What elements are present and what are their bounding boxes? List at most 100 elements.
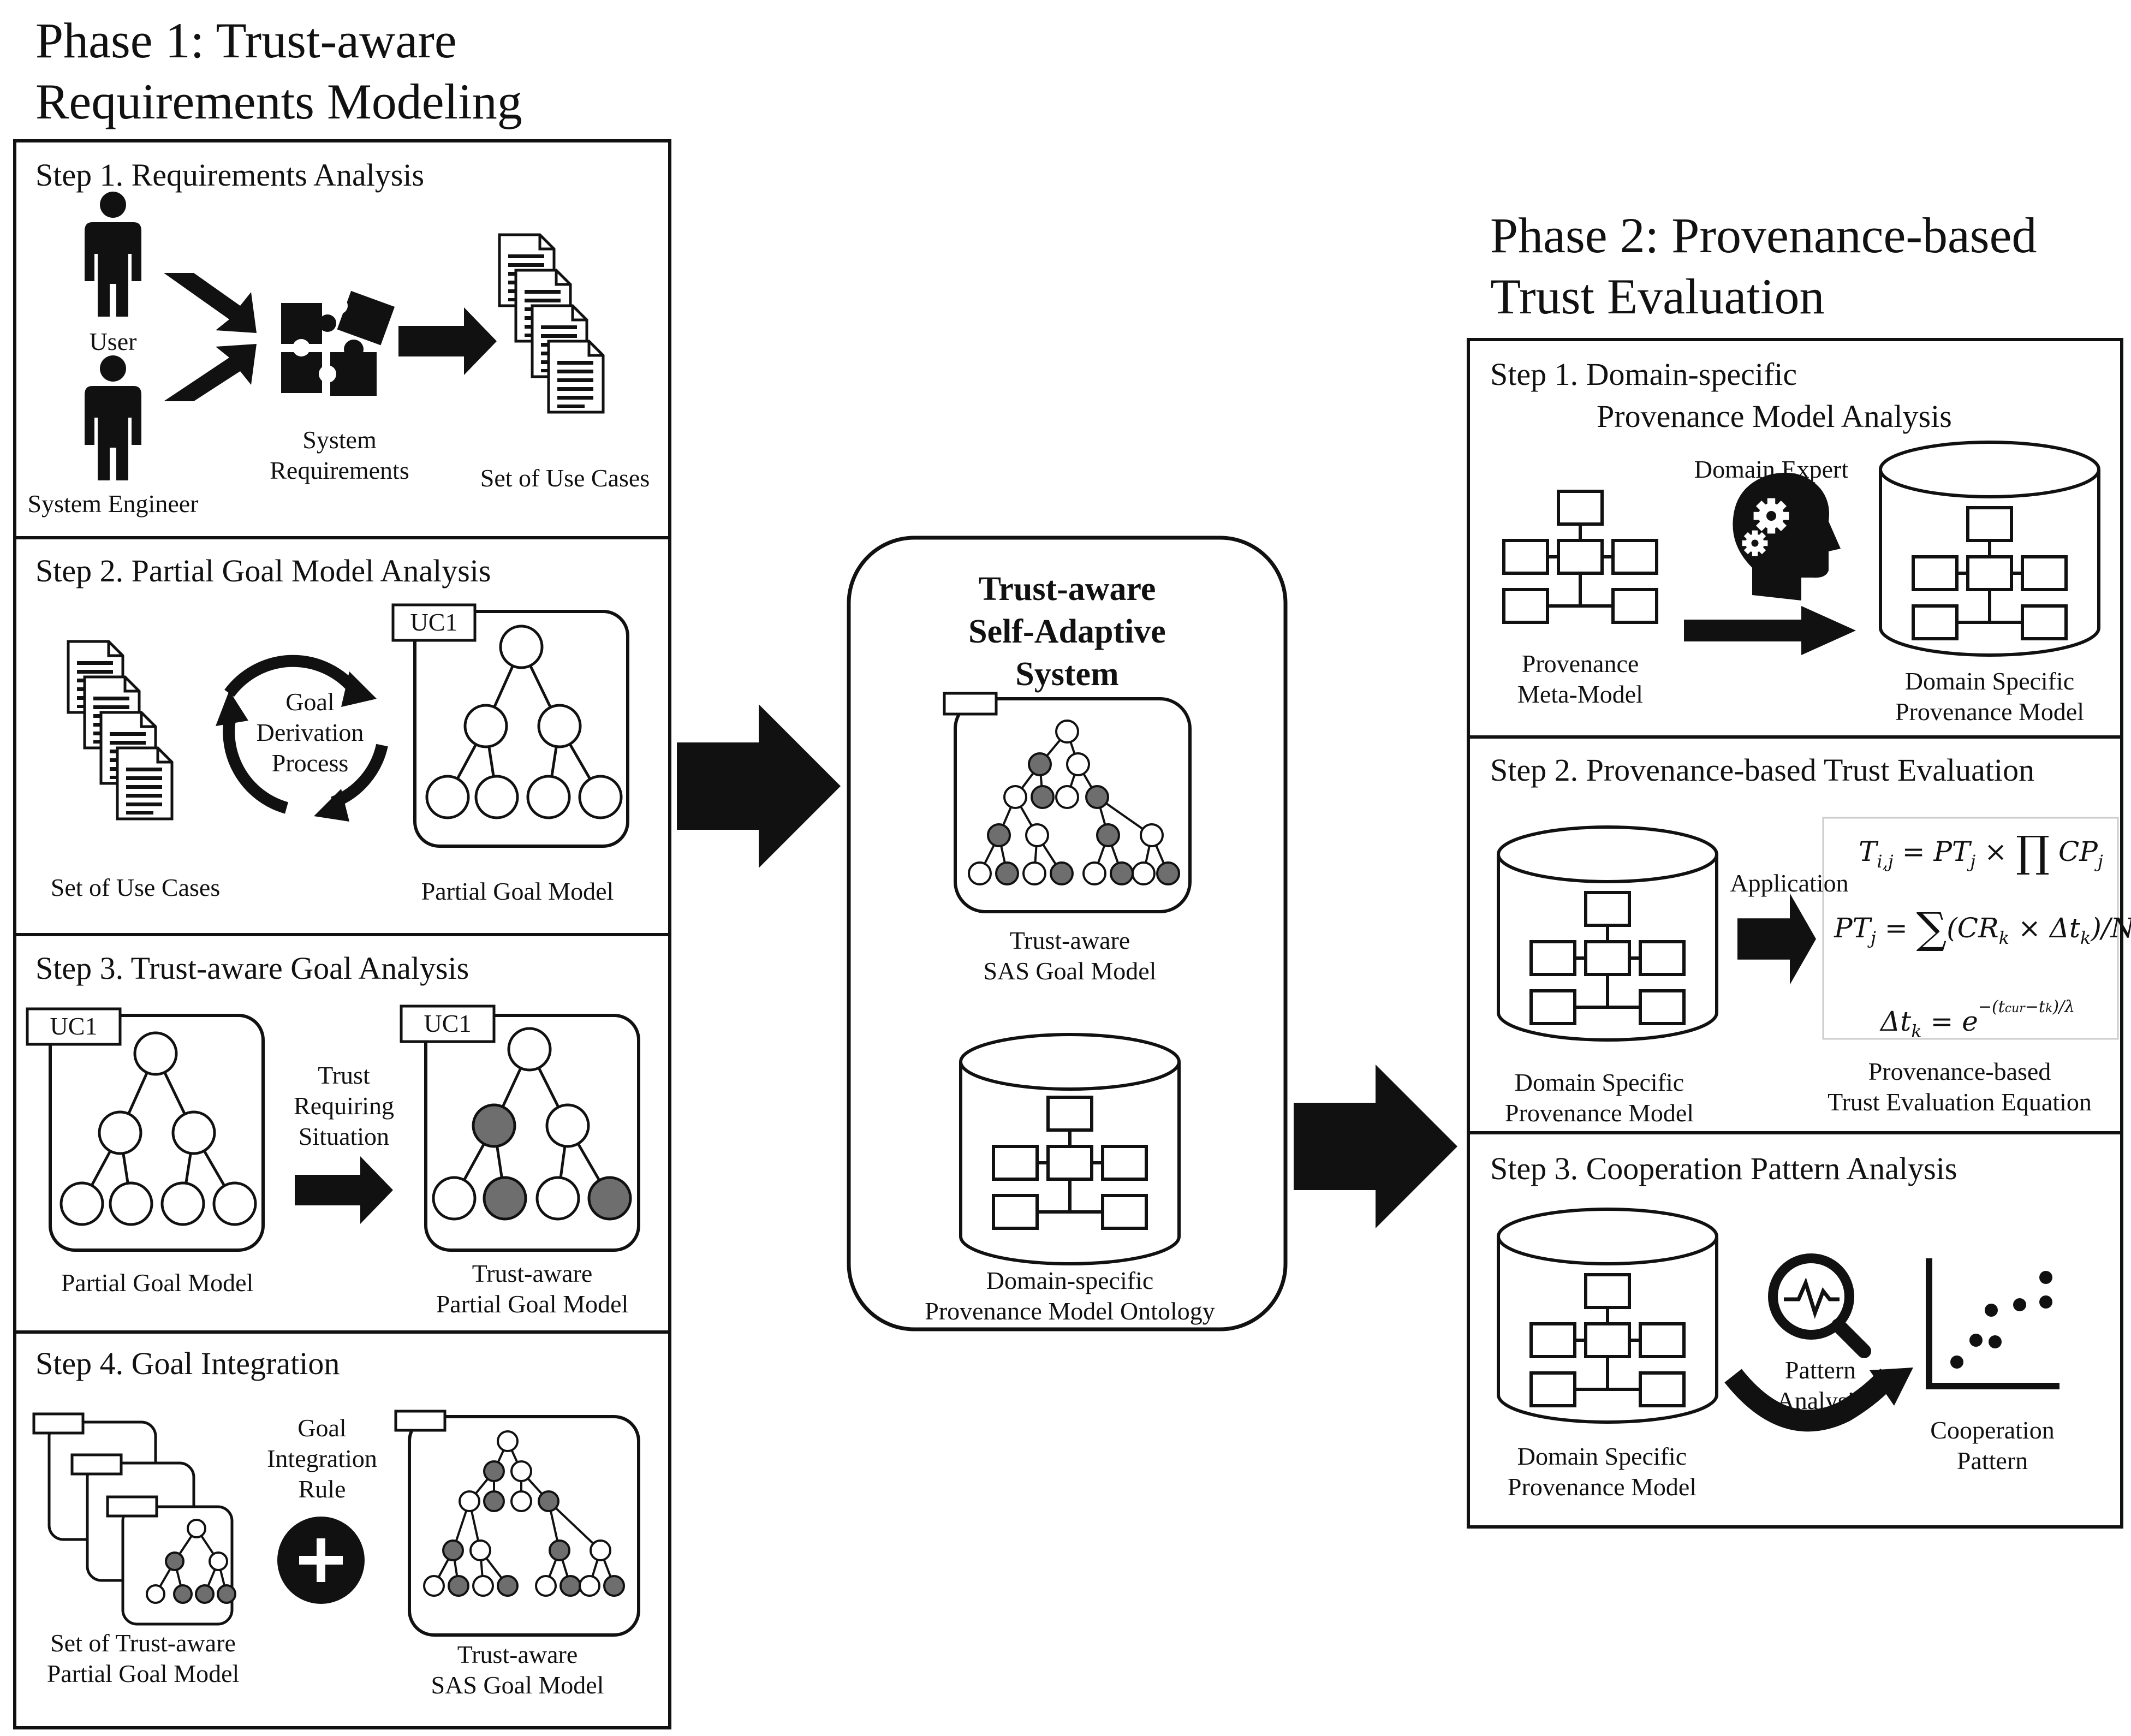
step3-graphics bbox=[26, 1004, 640, 1252]
domain-provenance-db-icon bbox=[1497, 825, 1718, 1042]
domain-provenance-model-label: Domain Specific Provenance Model bbox=[1508, 1441, 1697, 1502]
p2-step2-graphics bbox=[1497, 817, 2119, 1042]
application-label: Application bbox=[1730, 869, 1849, 897]
trust-aware-sas-goal-line2: SAS Goal Model bbox=[431, 1671, 604, 1699]
system-frame bbox=[847, 536, 1288, 1331]
domain-provenance-model-line1: Domain Specific bbox=[1904, 667, 2075, 695]
trust-aware-goal-model-frame bbox=[424, 1014, 640, 1252]
domain-provenance-model-line2: Provenance Model bbox=[1507, 1473, 1697, 1501]
trust-aware-goal-tree bbox=[432, 1027, 632, 1221]
domain-provenance-db-icon bbox=[1879, 441, 2100, 657]
use-cases-label: Set of Use Cases bbox=[480, 464, 650, 492]
sas-goal-tag bbox=[394, 1410, 447, 1432]
time-decay-equation: Δtk = e−(tcur−tk)/λ bbox=[1880, 997, 2075, 1042]
step4-graphics bbox=[32, 1410, 640, 1637]
use-cases-label: Set of Use Cases bbox=[50, 873, 221, 901]
cooperation-pattern-label: Cooperation Pattern bbox=[1930, 1415, 2054, 1476]
trust-requiring-line1: Trust bbox=[318, 1061, 370, 1089]
ontology-line2: Provenance Model Ontology bbox=[925, 1297, 1215, 1325]
scatter-plot-icon bbox=[1926, 1258, 2059, 1389]
phase1-title-line1: Phase 1: Trust-aware bbox=[35, 13, 457, 68]
pattern-analysis-line1: Pattern bbox=[1784, 1356, 1856, 1384]
sas-goal-model-frame bbox=[408, 1415, 640, 1637]
domain-provenance-db-icon bbox=[1497, 1208, 1718, 1424]
goal-integration-rule-line1: Goal bbox=[297, 1414, 347, 1442]
p2-step1-graphics bbox=[1504, 441, 2100, 657]
trust-evaluation-equation-line1: Provenance-based bbox=[1868, 1057, 2051, 1085]
sas-goal-tag bbox=[943, 692, 998, 716]
p1-step4-title: Step 4. Goal Integration bbox=[35, 1346, 340, 1381]
system-title-line1: Trust-aware bbox=[978, 570, 1156, 608]
trust-aware-partial-goal-line1: Trust-aware bbox=[472, 1259, 593, 1287]
magnifier-pulse-icon bbox=[1768, 1253, 1871, 1358]
use-cases-doc-stack bbox=[499, 235, 603, 412]
set-trust-aware-partial-line1: Set of Trust-aware bbox=[50, 1629, 236, 1657]
phase1-to-system-arrow bbox=[677, 704, 841, 868]
p2-step3-graphics bbox=[1497, 1208, 2059, 1432]
domain-expert-label: Domain Expert bbox=[1694, 455, 1849, 483]
cooperation-pattern-line2: Pattern bbox=[1956, 1447, 2028, 1475]
p2-step1-title-line1: Step 1. Domain-specific bbox=[1490, 356, 1797, 392]
phase2-frames bbox=[1467, 338, 2123, 1529]
equation-box bbox=[1822, 817, 2119, 1040]
domain-provenance-model-label: Domain Specific Provenance Model bbox=[1505, 1067, 1694, 1128]
expert-arrow bbox=[1684, 606, 1856, 655]
uc1-tag bbox=[26, 1007, 122, 1046]
goal-derivation-line3: Process bbox=[271, 749, 349, 777]
domain-provenance-model-line2: Provenance Model bbox=[1504, 1099, 1694, 1127]
goal-integration-rule-line3: Rule bbox=[298, 1475, 346, 1503]
system-requirements-label: System Requirements bbox=[270, 425, 409, 486]
trust-evaluation-equation-line2: Trust Evaluation Equation bbox=[1828, 1088, 2092, 1116]
set-trust-aware-partial-label: Set of Trust-aware Partial Goal Model bbox=[47, 1628, 240, 1689]
phase2-title: Phase 2: Provenance-based Trust Evaluati… bbox=[1490, 205, 2037, 327]
p1-step2-title: Step 2. Partial Goal Model Analysis bbox=[35, 553, 491, 588]
goal-integration-rule-line2: Integration bbox=[267, 1444, 377, 1472]
domain-provenance-model-line2: Provenance Model bbox=[1895, 698, 2085, 726]
phase2-title-line1: Phase 2: Provenance-based bbox=[1490, 207, 2037, 263]
system-title-line3: System bbox=[1015, 656, 1119, 693]
set-trust-aware-partial-line2: Partial Goal Model bbox=[46, 1660, 240, 1687]
pattern-analysis-line2: Analysis bbox=[1776, 1387, 1865, 1414]
puzzle-icon bbox=[281, 290, 395, 396]
system-requirements-line1: System bbox=[302, 426, 377, 454]
p2-step3-title: Step 3. Cooperation Pattern Analysis bbox=[1490, 1151, 1957, 1186]
trust-evaluation-equation-label: Provenance-based Trust Evaluation Equati… bbox=[1828, 1056, 2092, 1117]
partial-goal-model-frame bbox=[413, 610, 629, 848]
system-requirements-line2: Requirements bbox=[270, 456, 409, 484]
system-engineer-icon bbox=[85, 355, 141, 480]
provenance-meta-model-line2: Meta-Model bbox=[1517, 680, 1643, 708]
uc1-label: UC1 bbox=[410, 608, 458, 636]
user-label: User bbox=[89, 328, 137, 355]
partial-goal-model-label: Partial Goal Model bbox=[61, 1269, 254, 1297]
center-system-graphics bbox=[847, 536, 1288, 1331]
user-icon bbox=[85, 192, 141, 317]
goal-integration-rule-label: Goal Integration Rule bbox=[267, 1413, 377, 1505]
uc1-tag bbox=[391, 603, 477, 642]
step1-graphics bbox=[85, 192, 603, 480]
cooperation-pattern-line1: Cooperation bbox=[1930, 1416, 2055, 1444]
system-title-line2: Self-Adaptive bbox=[968, 613, 1166, 650]
phase1-title: Phase 1: Trust-aware Requirements Modeli… bbox=[35, 10, 522, 132]
user-arrow bbox=[164, 273, 257, 333]
pattern-analysis-arrow bbox=[1724, 1368, 1913, 1432]
trust-equation: Ti,j = PTj × ∏ CPj bbox=[1859, 828, 2103, 877]
goal-derivation-label: Goal Derivation Process bbox=[257, 687, 364, 778]
phase1-title-line2: Requirements Modeling bbox=[35, 74, 522, 129]
trust-requiring-line2: Requiring bbox=[294, 1092, 394, 1120]
step2-graphics bbox=[68, 603, 629, 848]
sas-goal-model-label: Trust-aware SAS Goal Model bbox=[984, 925, 1157, 986]
partial-goal-model-frame bbox=[49, 1014, 265, 1252]
phase2-title-line2: Trust Evaluation bbox=[1490, 269, 1825, 324]
expert-head-icon bbox=[1733, 472, 1841, 601]
domain-provenance-model-line1: Domain Specific bbox=[1514, 1068, 1684, 1096]
ontology-database-icon bbox=[959, 1033, 1181, 1265]
trust-requiring-arrow bbox=[295, 1156, 393, 1224]
trust-requiring-line3: Situation bbox=[298, 1122, 390, 1150]
application-arrow bbox=[1737, 893, 1816, 985]
sas-goal-model-frame bbox=[954, 697, 1192, 913]
goal-derivation-line1: Goal bbox=[285, 688, 335, 716]
sas-goal-model-line1: Trust-aware bbox=[1009, 926, 1130, 954]
sas-goal-tree bbox=[968, 720, 1180, 885]
p1-step3-title: Step 3. Trust-aware Goal Analysis bbox=[35, 950, 469, 986]
uc1-tag bbox=[400, 1004, 496, 1043]
